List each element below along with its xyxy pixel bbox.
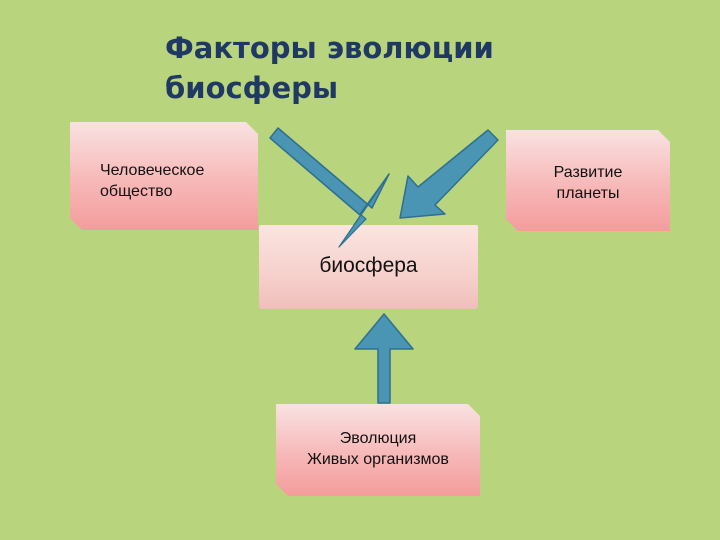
diagram-title: Факторы эволюции биосферы [165,28,585,108]
node-biosphere-label: биосфера [319,254,418,277]
arrow-from-organisms [354,313,414,404]
node-planet-development-line1: Развитие [553,164,623,181]
node-organism-evolution-line2: Живых организмов [307,451,449,468]
title-line-1: Факторы эволюции [165,31,494,65]
arrow-from-planet [399,129,499,219]
node-human-society-line1: Человеческое [100,162,205,179]
node-human-society: Человеческое общество [70,122,258,230]
node-planet-development: Развитие планеты [506,130,670,231]
node-planet-development-line2: планеты [556,185,620,202]
node-organism-evolution-line1: Эволюция [339,430,417,447]
title-line-2: биосферы [165,71,339,105]
node-biosphere: биосфера [259,225,478,309]
node-human-society-line2: общество [100,183,173,200]
node-organism-evolution: Эволюция Живых организмов [276,404,480,496]
